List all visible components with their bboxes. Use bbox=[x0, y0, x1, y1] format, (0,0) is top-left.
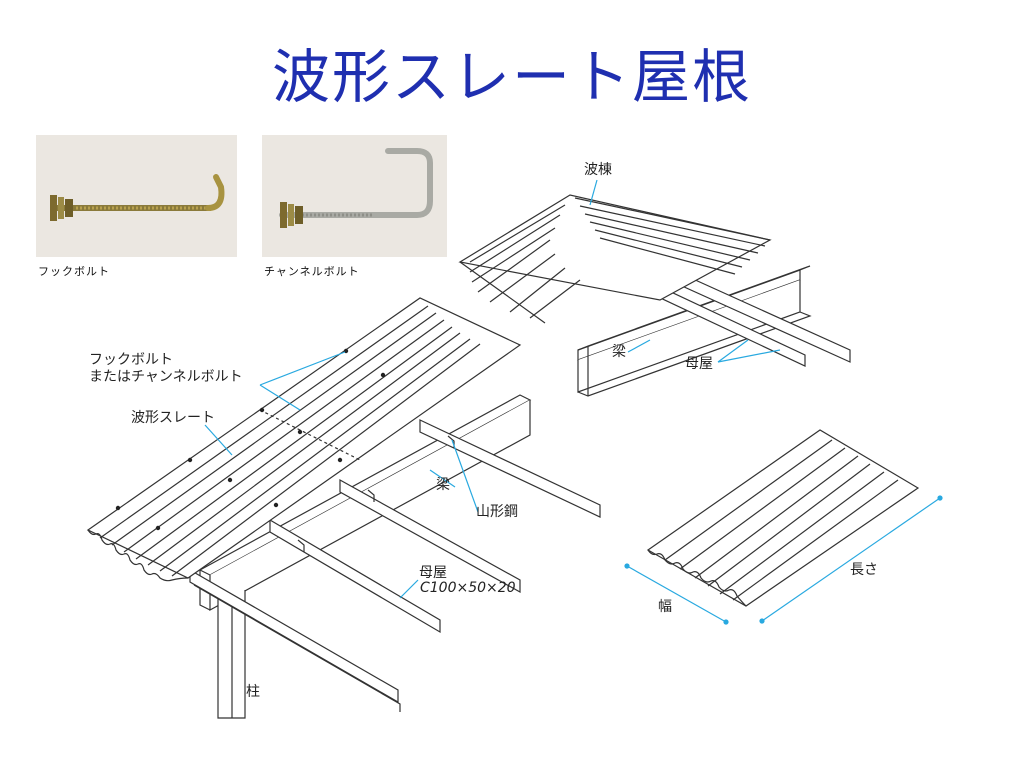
length-label: 長さ bbox=[850, 562, 878, 578]
column-label: 柱 bbox=[246, 684, 260, 700]
hook-bolt-image bbox=[36, 135, 237, 257]
purlin-label-top: 母屋 bbox=[685, 356, 713, 372]
width-label: 幅 bbox=[658, 599, 672, 615]
purlin-spec-label: C100×50×20 bbox=[420, 580, 516, 596]
hook-bolt-photo bbox=[36, 135, 237, 257]
leader-lines bbox=[204, 179, 781, 599]
dimension-lines bbox=[624, 495, 943, 625]
channel-bolt-caption: チャンネルボルト bbox=[264, 265, 360, 278]
beam-label-top: 梁 bbox=[612, 344, 626, 360]
ridge-detail-drawing bbox=[458, 194, 851, 397]
ridge-label: 波棟 bbox=[584, 162, 612, 178]
slate-label: 波形スレート bbox=[131, 410, 215, 426]
channel-bolt-photo bbox=[262, 135, 447, 257]
hook-bolt-caption: フックボルト bbox=[38, 265, 110, 278]
slide-title: 波形スレート屋根 bbox=[271, 43, 752, 111]
bolt-label-line1: フックボルト bbox=[89, 352, 173, 368]
channel-bolt-image bbox=[262, 135, 447, 257]
beam-label-main: 梁 bbox=[436, 477, 450, 493]
slate-panel-drawing bbox=[624, 429, 943, 625]
bolt-label-line2: またはチャンネルボルト bbox=[89, 369, 243, 385]
main-roof-drawing bbox=[86, 297, 601, 719]
purlin-label-main: 母屋 bbox=[419, 565, 447, 581]
angle-steel-label: 山形鋼 bbox=[476, 504, 518, 520]
